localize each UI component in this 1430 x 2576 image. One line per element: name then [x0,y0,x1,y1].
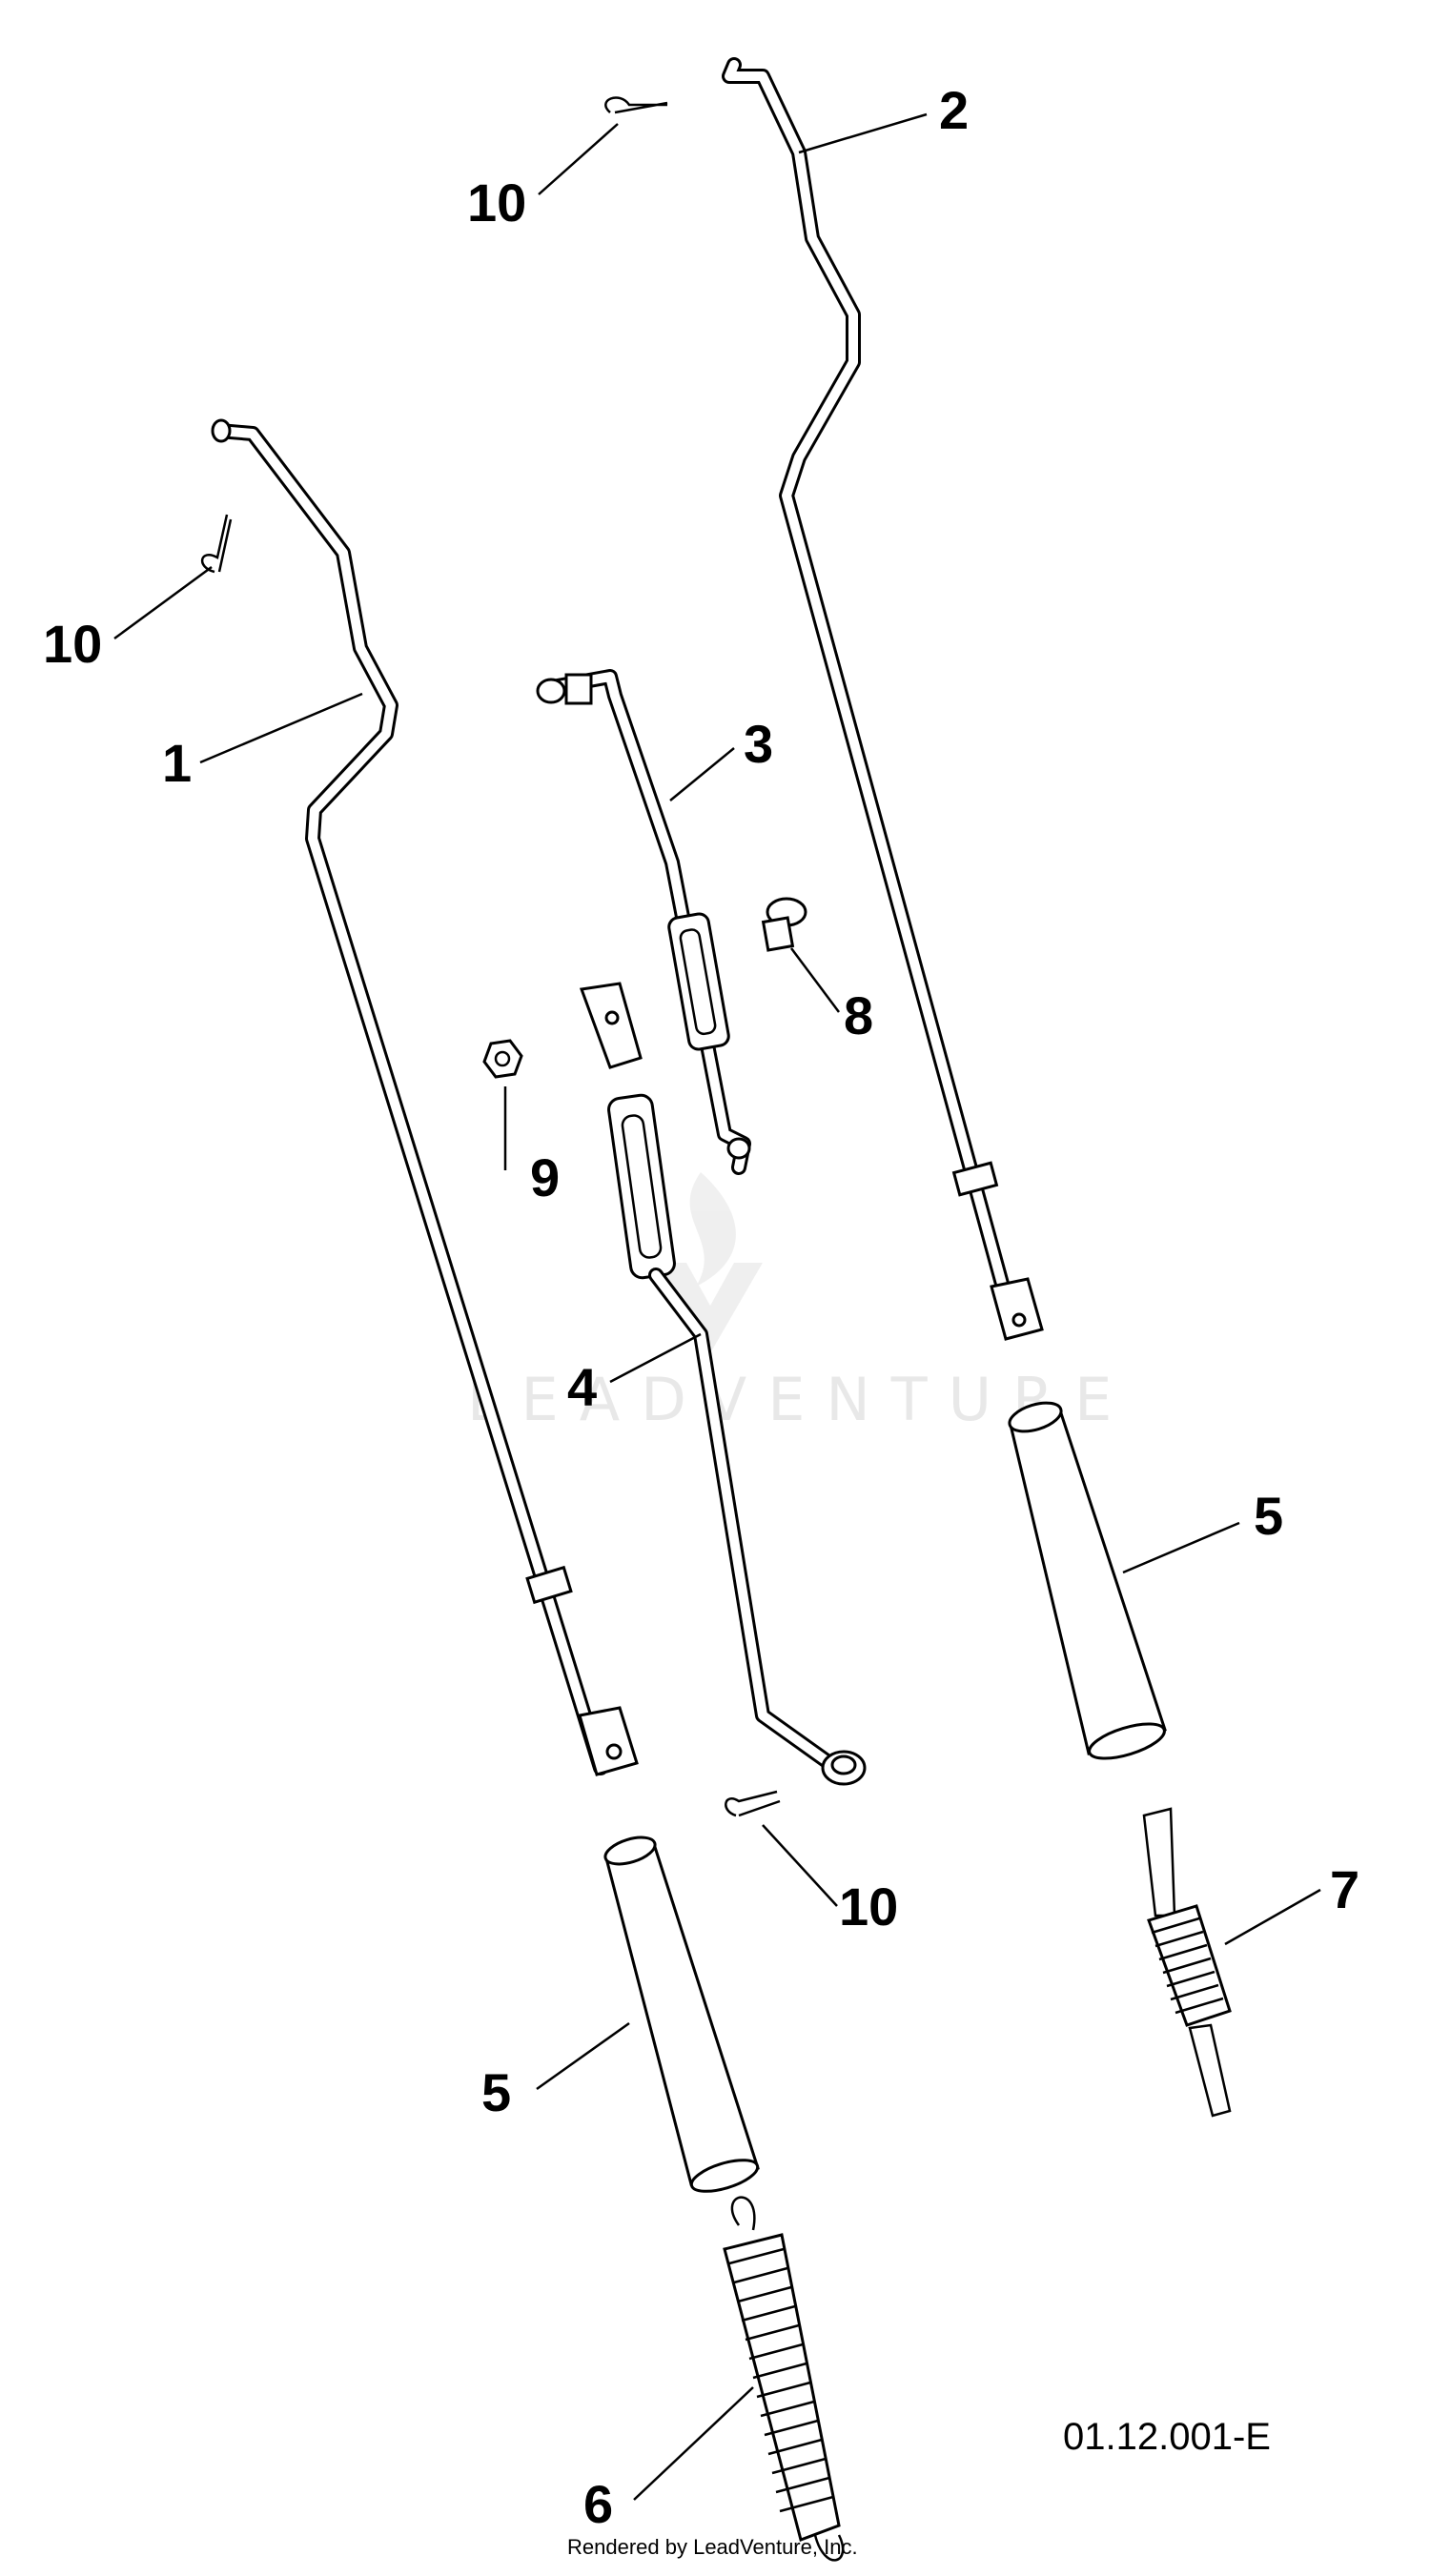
part-10-hairpin-left [201,514,233,574]
diagram-code: 01.12.001-E [1063,2416,1271,2458]
callout-10-left: 10 [43,614,102,674]
leader-lines [113,112,1321,2501]
part-8-pin [761,897,807,952]
watermark-text: LEADVENTURE [467,1365,1133,1434]
part-3-link [536,669,751,1175]
callout-10-bottom: 10 [839,1876,898,1937]
callout-8: 8 [844,985,873,1045]
callout-5-right: 5 [1254,1486,1283,1546]
part-1-rod [211,418,639,1776]
part-10-hairpin-top [604,96,668,114]
watermark-flame-icon [689,1172,736,1287]
part-4-rod [579,982,867,1786]
part-5-tube-left [603,1836,760,2193]
watermark: LEADVENTURE [467,1172,1133,1434]
callout-2: 2 [939,80,969,140]
render-credit: Rendered by LeadVenture, Inc. [567,2535,858,2559]
part-6-spring [723,2196,845,2562]
callout-9: 9 [530,1147,560,1207]
part-5-tube-right [1008,1401,1167,1760]
callout-1: 1 [162,733,192,793]
callout-5-left: 5 [481,2062,511,2122]
callout-4: 4 [567,1357,597,1417]
callout-10-top: 10 [467,172,526,233]
callout-7: 7 [1330,1859,1359,1919]
watermark-v-icon [658,1263,763,1353]
part-7-spring [1142,1807,1232,2118]
part-10-hairpin-bottom [725,1790,781,1817]
callout-6: 6 [583,2474,613,2534]
callout-3: 3 [744,714,773,774]
part-2-rod [722,57,1044,1341]
part-9-nut [482,1039,523,1079]
